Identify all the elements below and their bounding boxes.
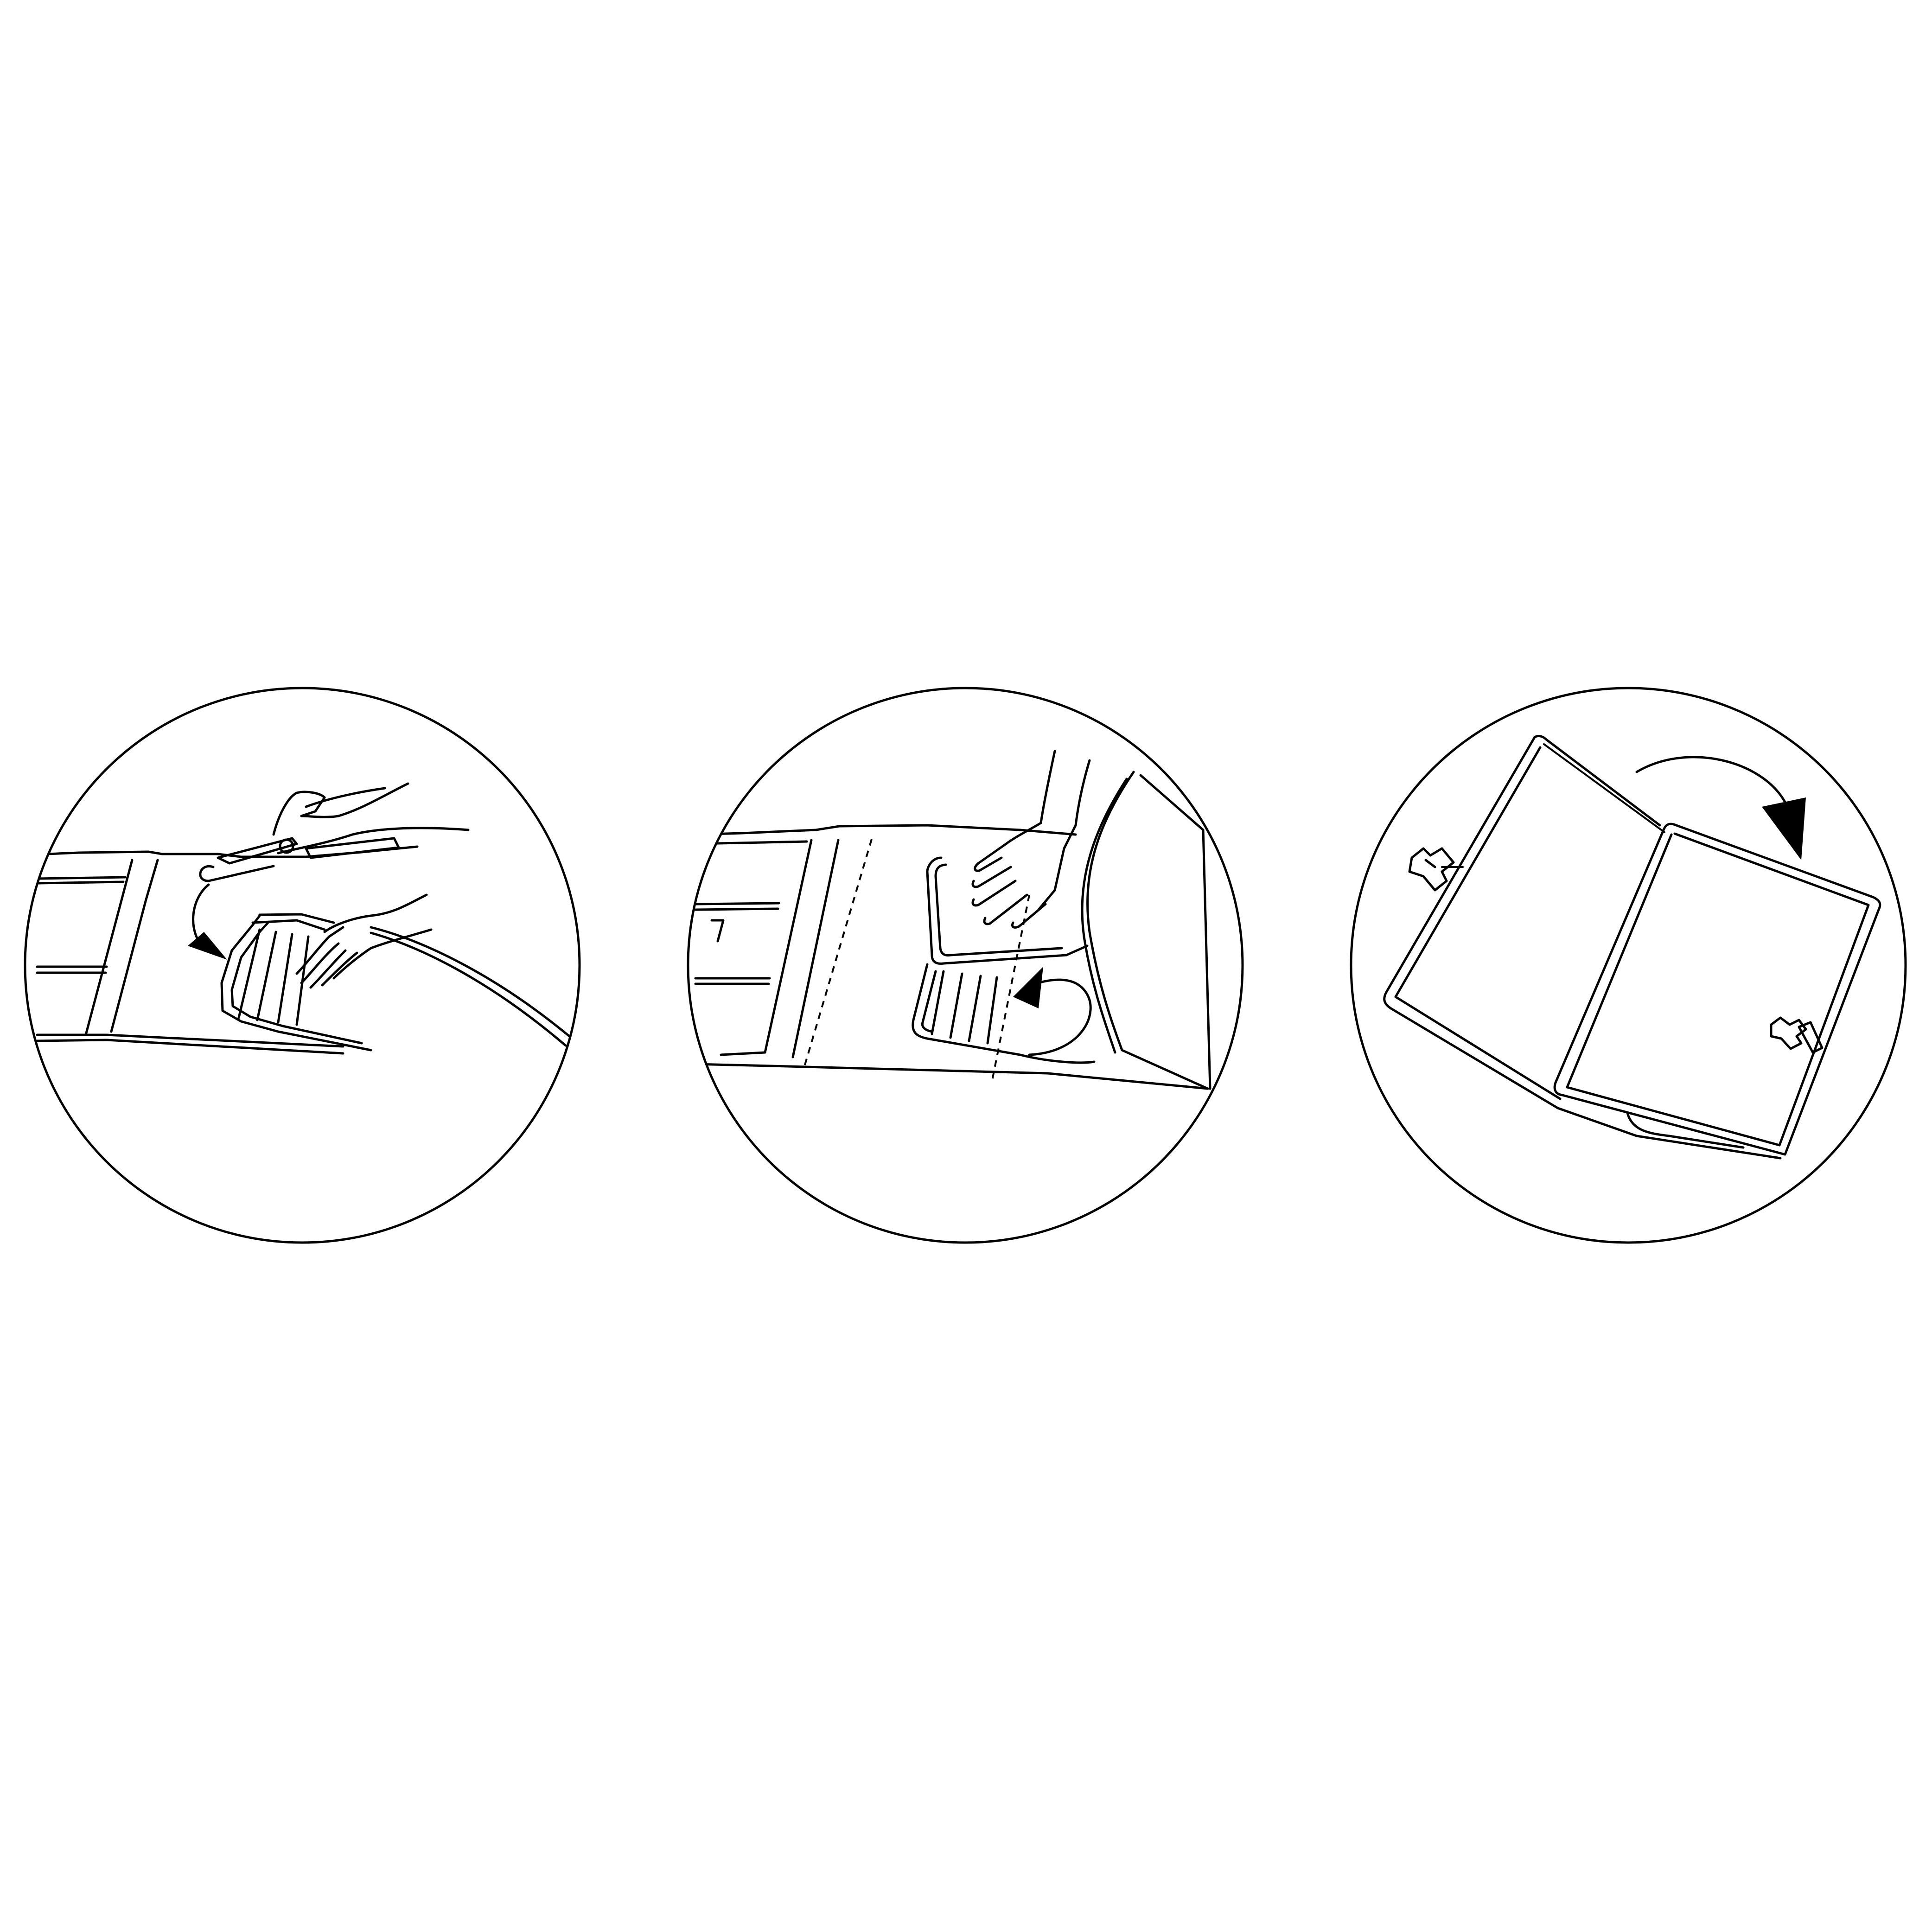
step-1-strap-loop <box>200 866 274 881</box>
step-3-arrow-head <box>1762 797 1806 860</box>
step-2-circle <box>688 688 1243 1243</box>
step-2-pocket-lower <box>913 964 1020 1055</box>
step-3-circle <box>1351 688 1906 1243</box>
step-3-panel <box>1351 688 1906 1243</box>
step-1-panel <box>0 688 580 1243</box>
step-2-organizer-band <box>695 825 1208 1089</box>
step-3-buckle-left <box>1409 848 1454 890</box>
step-1-circle <box>25 688 580 1243</box>
step-3-back-cover-inner <box>1544 744 1664 832</box>
step-2-left-strip <box>695 842 807 1055</box>
step-1-hand-upper <box>274 784 468 853</box>
step-1-left-strip <box>37 877 125 973</box>
step-2-arrow-head <box>1013 967 1043 1008</box>
step-1-pocket-slots <box>239 930 308 1025</box>
step-3-buckle-tab <box>1799 1022 1822 1052</box>
step-3-fold-arrow <box>1637 757 1785 802</box>
step-2-panel <box>688 688 1243 1243</box>
step-1-left-divider <box>86 860 158 1035</box>
step-2-pocket-slots <box>932 971 997 1043</box>
step-2-left-divider <box>765 840 838 1057</box>
step-1-pocket-flap <box>222 916 371 1050</box>
step-2-folded-pocket <box>927 858 1066 963</box>
step-1-arrow-head <box>188 932 227 960</box>
step-1-strap <box>218 838 399 863</box>
step-2-small-tab <box>712 920 723 941</box>
step-2-right-flap <box>1082 772 1210 1089</box>
step-3-front-cover <box>1555 824 1880 1154</box>
step-2-hand <box>973 751 1090 927</box>
step-3-buckle-right <box>1771 1018 1806 1049</box>
step-3-back-cover <box>1384 736 1660 1108</box>
